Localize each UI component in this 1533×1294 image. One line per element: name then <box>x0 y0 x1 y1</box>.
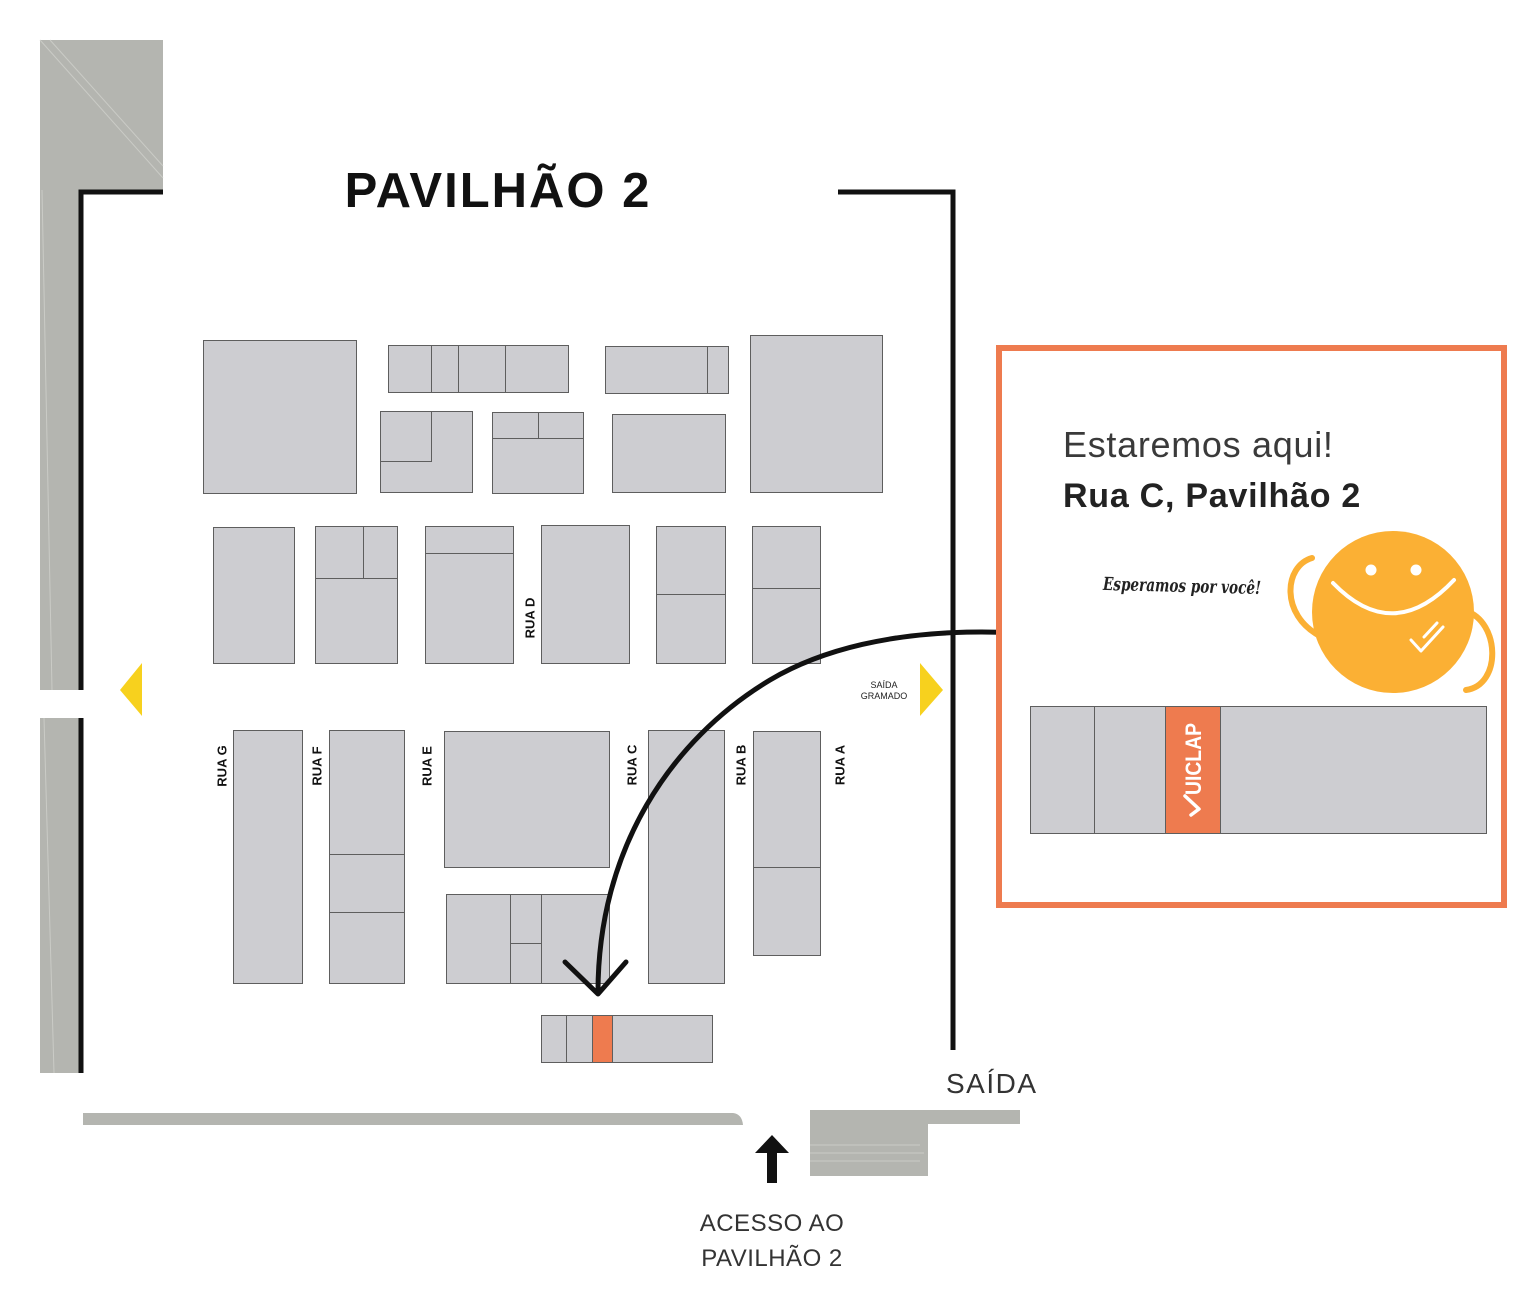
booth <box>541 525 630 664</box>
booth-brand-label: UICLAP <box>1181 723 1206 795</box>
booth-group <box>388 345 569 393</box>
brand-mark <box>1183 794 1201 817</box>
street-label-rua-a: RUA A <box>833 744 848 785</box>
wall-texture <box>39 39 164 1074</box>
street-label-rua-d: RUA D <box>523 598 538 639</box>
entrance-label-line-2: PAVILHÃO 2 <box>701 1245 843 1272</box>
mascot-speech: Esperamos por você! <box>1102 574 1261 599</box>
uiclap-booth-highlight <box>592 1015 613 1063</box>
booths-row-1 <box>203 335 883 494</box>
street-labels: RUA D RUA G RUA F RUA E RUA C RUA B RUA … <box>215 598 848 787</box>
hall-wall-right <box>838 189 956 1050</box>
wall-strip-upper <box>40 190 80 690</box>
booth-group <box>315 526 398 664</box>
entrance-label-line-1: ACESSO AO <box>700 1210 845 1237</box>
booth <box>315 526 398 664</box>
booth-group <box>329 730 405 984</box>
booth-divider <box>315 526 398 579</box>
side-exit-line-1: SAÍDA <box>870 680 897 690</box>
arrow-head-icon <box>562 959 629 997</box>
page-title: PAVILHÃO 2 <box>345 164 652 218</box>
booths-row-2 <box>213 525 821 664</box>
checkmark-icon <box>1183 794 1201 817</box>
street-label-rua-c: RUA C <box>625 744 640 785</box>
exit-block <box>810 1110 1020 1176</box>
booth <box>444 731 610 868</box>
booth-divider <box>329 854 405 913</box>
booth <box>329 730 405 984</box>
booth <box>1030 706 1487 834</box>
street-label-rua-e: RUA E <box>420 746 435 786</box>
exit-block-texture <box>810 1144 924 1162</box>
street-label-rua-g: RUA G <box>215 745 230 786</box>
mascot-arm-left <box>1287 555 1323 639</box>
triangle-marker-icon <box>120 663 142 716</box>
booth-group <box>492 412 584 494</box>
arrow-up-icon <box>755 1135 789 1183</box>
booth <box>753 731 821 956</box>
walkway <box>83 1113 743 1125</box>
smiley-mascot-icon <box>1287 531 1496 693</box>
booth <box>380 411 432 462</box>
booth <box>233 730 303 984</box>
mascot-eye-left <box>1365 564 1377 576</box>
booth <box>648 730 725 984</box>
arrow-up-shaft <box>767 1151 777 1183</box>
wall-strip-lower <box>40 718 80 1073</box>
side-exit-label: SAÍDA GRAMADO <box>861 680 908 701</box>
street-label-rua-b: RUA B <box>734 745 749 786</box>
booth <box>213 527 295 664</box>
booth <box>605 346 729 394</box>
mascot-eye-right <box>1410 564 1422 576</box>
triangle-marker-icon <box>920 663 943 716</box>
booth-group-callout: UICLAP <box>1030 706 1487 834</box>
mascot-arm-right <box>1463 608 1496 693</box>
booth-group-bottom <box>541 1015 713 1063</box>
booth <box>446 894 610 984</box>
booth-group <box>753 731 821 956</box>
mascot-smile <box>1331 578 1456 616</box>
booth-divider <box>510 894 542 984</box>
booth-group <box>605 346 729 394</box>
outer-wall <box>39 39 164 1074</box>
hall-wall-left-upper <box>78 189 163 690</box>
callout-location: Rua C, Pavilhão 2 <box>1063 477 1361 515</box>
exit-structure <box>810 1110 1020 1176</box>
booth-group <box>656 526 726 664</box>
booth-group <box>425 526 514 664</box>
booth-group <box>752 526 821 664</box>
checkmark-icon <box>1409 621 1445 653</box>
booth-divider <box>431 345 506 393</box>
booths-row-3 <box>233 730 821 984</box>
booth-group <box>446 894 610 984</box>
booth-group <box>380 411 473 493</box>
booth <box>752 526 821 664</box>
booth <box>425 526 514 664</box>
booth <box>750 335 883 493</box>
booth <box>203 340 357 494</box>
booth <box>541 1015 713 1063</box>
arrow-up-head <box>755 1135 789 1153</box>
street-label-rua-f: RUA F <box>310 746 325 785</box>
location-callout: Estaremos aqui! Rua C, Pavilhão 2 Espera… <box>996 345 1507 908</box>
wall-corner-block <box>40 40 163 190</box>
booth <box>388 345 569 393</box>
side-exit-line-2: GRAMADO <box>861 691 908 701</box>
booth <box>612 414 726 493</box>
booth-divider <box>492 412 584 439</box>
callout-heading: Estaremos aqui! <box>1063 424 1334 465</box>
main-exit-label: SAÍDA <box>946 1068 1038 1099</box>
